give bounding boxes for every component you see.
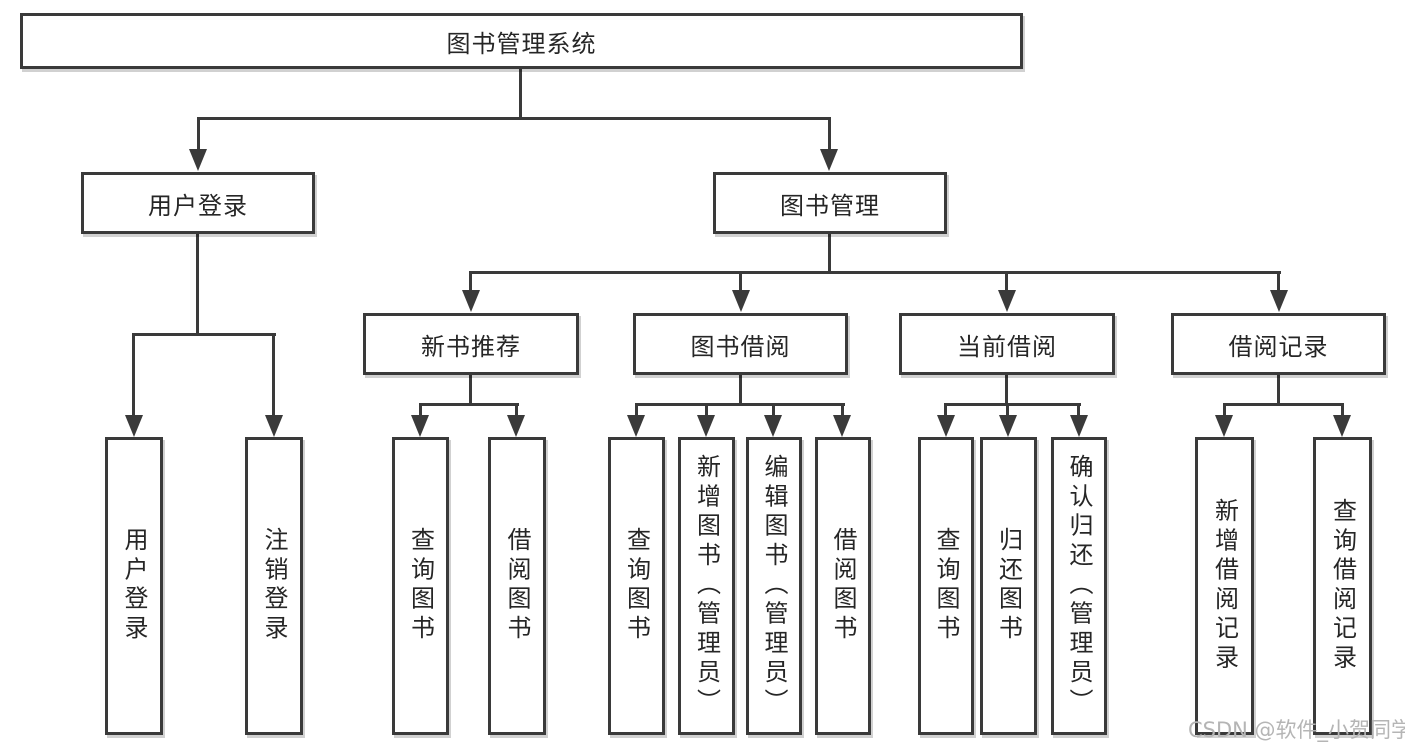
connector-vline xyxy=(1005,375,1008,406)
leaf-borrow-books-recommend: 借阅图书 xyxy=(488,437,546,735)
connector-vline xyxy=(469,375,472,406)
leaf-add-borrow-record-label: 新增借阅记录 xyxy=(1210,498,1239,674)
connector-vline xyxy=(132,333,135,417)
arrow-down-icon xyxy=(764,415,782,437)
connector-vline xyxy=(635,403,638,417)
connector-vline xyxy=(196,234,199,336)
connector-vline xyxy=(515,403,518,417)
node-user-login: 用户登录 xyxy=(81,172,315,234)
connector-hline xyxy=(944,403,1081,406)
leaf-add-book-admin-label: 新增图书（管理员） xyxy=(692,454,721,718)
node-borrow-records-label: 借阅记录 xyxy=(1228,332,1329,361)
connector-vline xyxy=(739,375,742,406)
connector-vline xyxy=(1077,403,1080,417)
leaf-query-books-current: 查询图书 xyxy=(918,437,974,735)
leaf-borrow-books: 借阅图书 xyxy=(815,437,871,735)
csdn-watermark: CSDN @软件_小贺同学 xyxy=(1188,718,1405,742)
connector-vline xyxy=(469,271,472,293)
node-new-book-recommend-label: 新书推荐 xyxy=(421,332,521,361)
connector-vline xyxy=(944,403,947,417)
arrow-down-icon xyxy=(697,415,715,437)
connector-vline xyxy=(1341,403,1344,417)
connector-vline xyxy=(828,234,831,274)
connector-hline xyxy=(469,271,1281,274)
connector-vline xyxy=(1006,403,1009,417)
node-user-login-label: 用户登录 xyxy=(148,191,248,220)
arrow-down-icon xyxy=(411,415,429,437)
connector-vline xyxy=(828,117,831,152)
connector-vline xyxy=(841,403,844,417)
arrow-down-icon xyxy=(833,415,851,437)
node-root-label: 图书管理系统 xyxy=(446,29,597,58)
leaf-confirm-return-admin-label: 确认归还（管理员） xyxy=(1065,454,1093,718)
arrow-down-icon xyxy=(189,149,207,171)
arrow-down-icon xyxy=(999,415,1017,437)
leaf-add-borrow-record: 新增借阅记录 xyxy=(1195,437,1254,735)
leaf-borrow-books-recommend-label: 借阅图书 xyxy=(503,527,531,645)
connector-vline xyxy=(705,403,708,417)
arrow-down-icon xyxy=(125,415,143,437)
node-root: 图书管理系统 xyxy=(20,13,1023,69)
leaf-user-login-label: 用户登录 xyxy=(120,527,148,645)
leaf-add-book-admin: 新增图书（管理员） xyxy=(678,437,735,735)
leaf-confirm-return-admin: 确认归还（管理员） xyxy=(1051,437,1107,735)
arrow-down-icon xyxy=(1070,415,1088,437)
leaf-query-books-borrow-label: 查询图书 xyxy=(622,527,651,645)
connector-hline xyxy=(419,403,519,406)
arrow-down-icon xyxy=(507,415,525,437)
node-book-borrow: 图书借阅 xyxy=(633,313,848,375)
leaf-query-books-borrow: 查询图书 xyxy=(608,437,665,735)
arrow-down-icon xyxy=(1215,415,1233,437)
node-book-management-label: 图书管理 xyxy=(780,191,880,220)
connector-vline xyxy=(772,403,775,417)
leaf-edit-book-admin: 编辑图书（管理员） xyxy=(746,437,802,735)
leaf-borrow-books-label: 借阅图书 xyxy=(829,527,857,645)
arrow-down-icon xyxy=(732,290,750,312)
connector-vline xyxy=(419,403,422,417)
leaf-query-borrow-record: 查询借阅记录 xyxy=(1313,437,1372,735)
leaf-query-borrow-record-label: 查询借阅记录 xyxy=(1328,498,1357,674)
leaf-query-books-recommend-label: 查询图书 xyxy=(406,527,435,645)
connector-vline xyxy=(739,271,742,293)
connector-hline xyxy=(635,403,845,406)
connector-vline xyxy=(1277,375,1280,406)
arrow-down-icon xyxy=(462,290,480,312)
arrow-down-icon xyxy=(265,415,283,437)
leaf-edit-book-admin-label: 编辑图书（管理员） xyxy=(760,454,788,718)
connector-hline xyxy=(132,333,276,336)
leaf-query-books-recommend: 查询图书 xyxy=(392,437,449,735)
arrow-down-icon xyxy=(998,290,1016,312)
connector-hline xyxy=(197,117,831,120)
leaf-return-book: 归还图书 xyxy=(980,437,1037,735)
connector-vline xyxy=(197,117,200,152)
node-current-borrow: 当前借阅 xyxy=(899,313,1115,375)
connector-vline xyxy=(272,333,275,417)
connector-vline xyxy=(1005,271,1008,293)
leaf-logout-label: 注销登录 xyxy=(260,527,288,645)
arrow-down-icon xyxy=(820,149,838,171)
arrow-down-icon xyxy=(1270,290,1288,312)
leaf-return-book-label: 归还图书 xyxy=(994,527,1023,645)
connector-vline xyxy=(1277,271,1280,293)
node-current-borrow-label: 当前借阅 xyxy=(957,332,1057,361)
leaf-logout: 注销登录 xyxy=(245,437,303,735)
arrow-down-icon xyxy=(937,415,955,437)
node-borrow-records: 借阅记录 xyxy=(1171,313,1386,375)
arrow-down-icon xyxy=(1333,415,1351,437)
connector-vline xyxy=(519,69,522,120)
leaf-query-books-current-label: 查询图书 xyxy=(932,527,960,645)
connector-hline xyxy=(1223,403,1344,406)
arrow-down-icon xyxy=(627,415,645,437)
node-new-book-recommend: 新书推荐 xyxy=(363,313,579,375)
leaf-user-login: 用户登录 xyxy=(105,437,163,735)
node-book-borrow-label: 图书借阅 xyxy=(690,332,791,361)
connector-vline xyxy=(1223,403,1226,417)
node-book-management: 图书管理 xyxy=(713,172,947,234)
